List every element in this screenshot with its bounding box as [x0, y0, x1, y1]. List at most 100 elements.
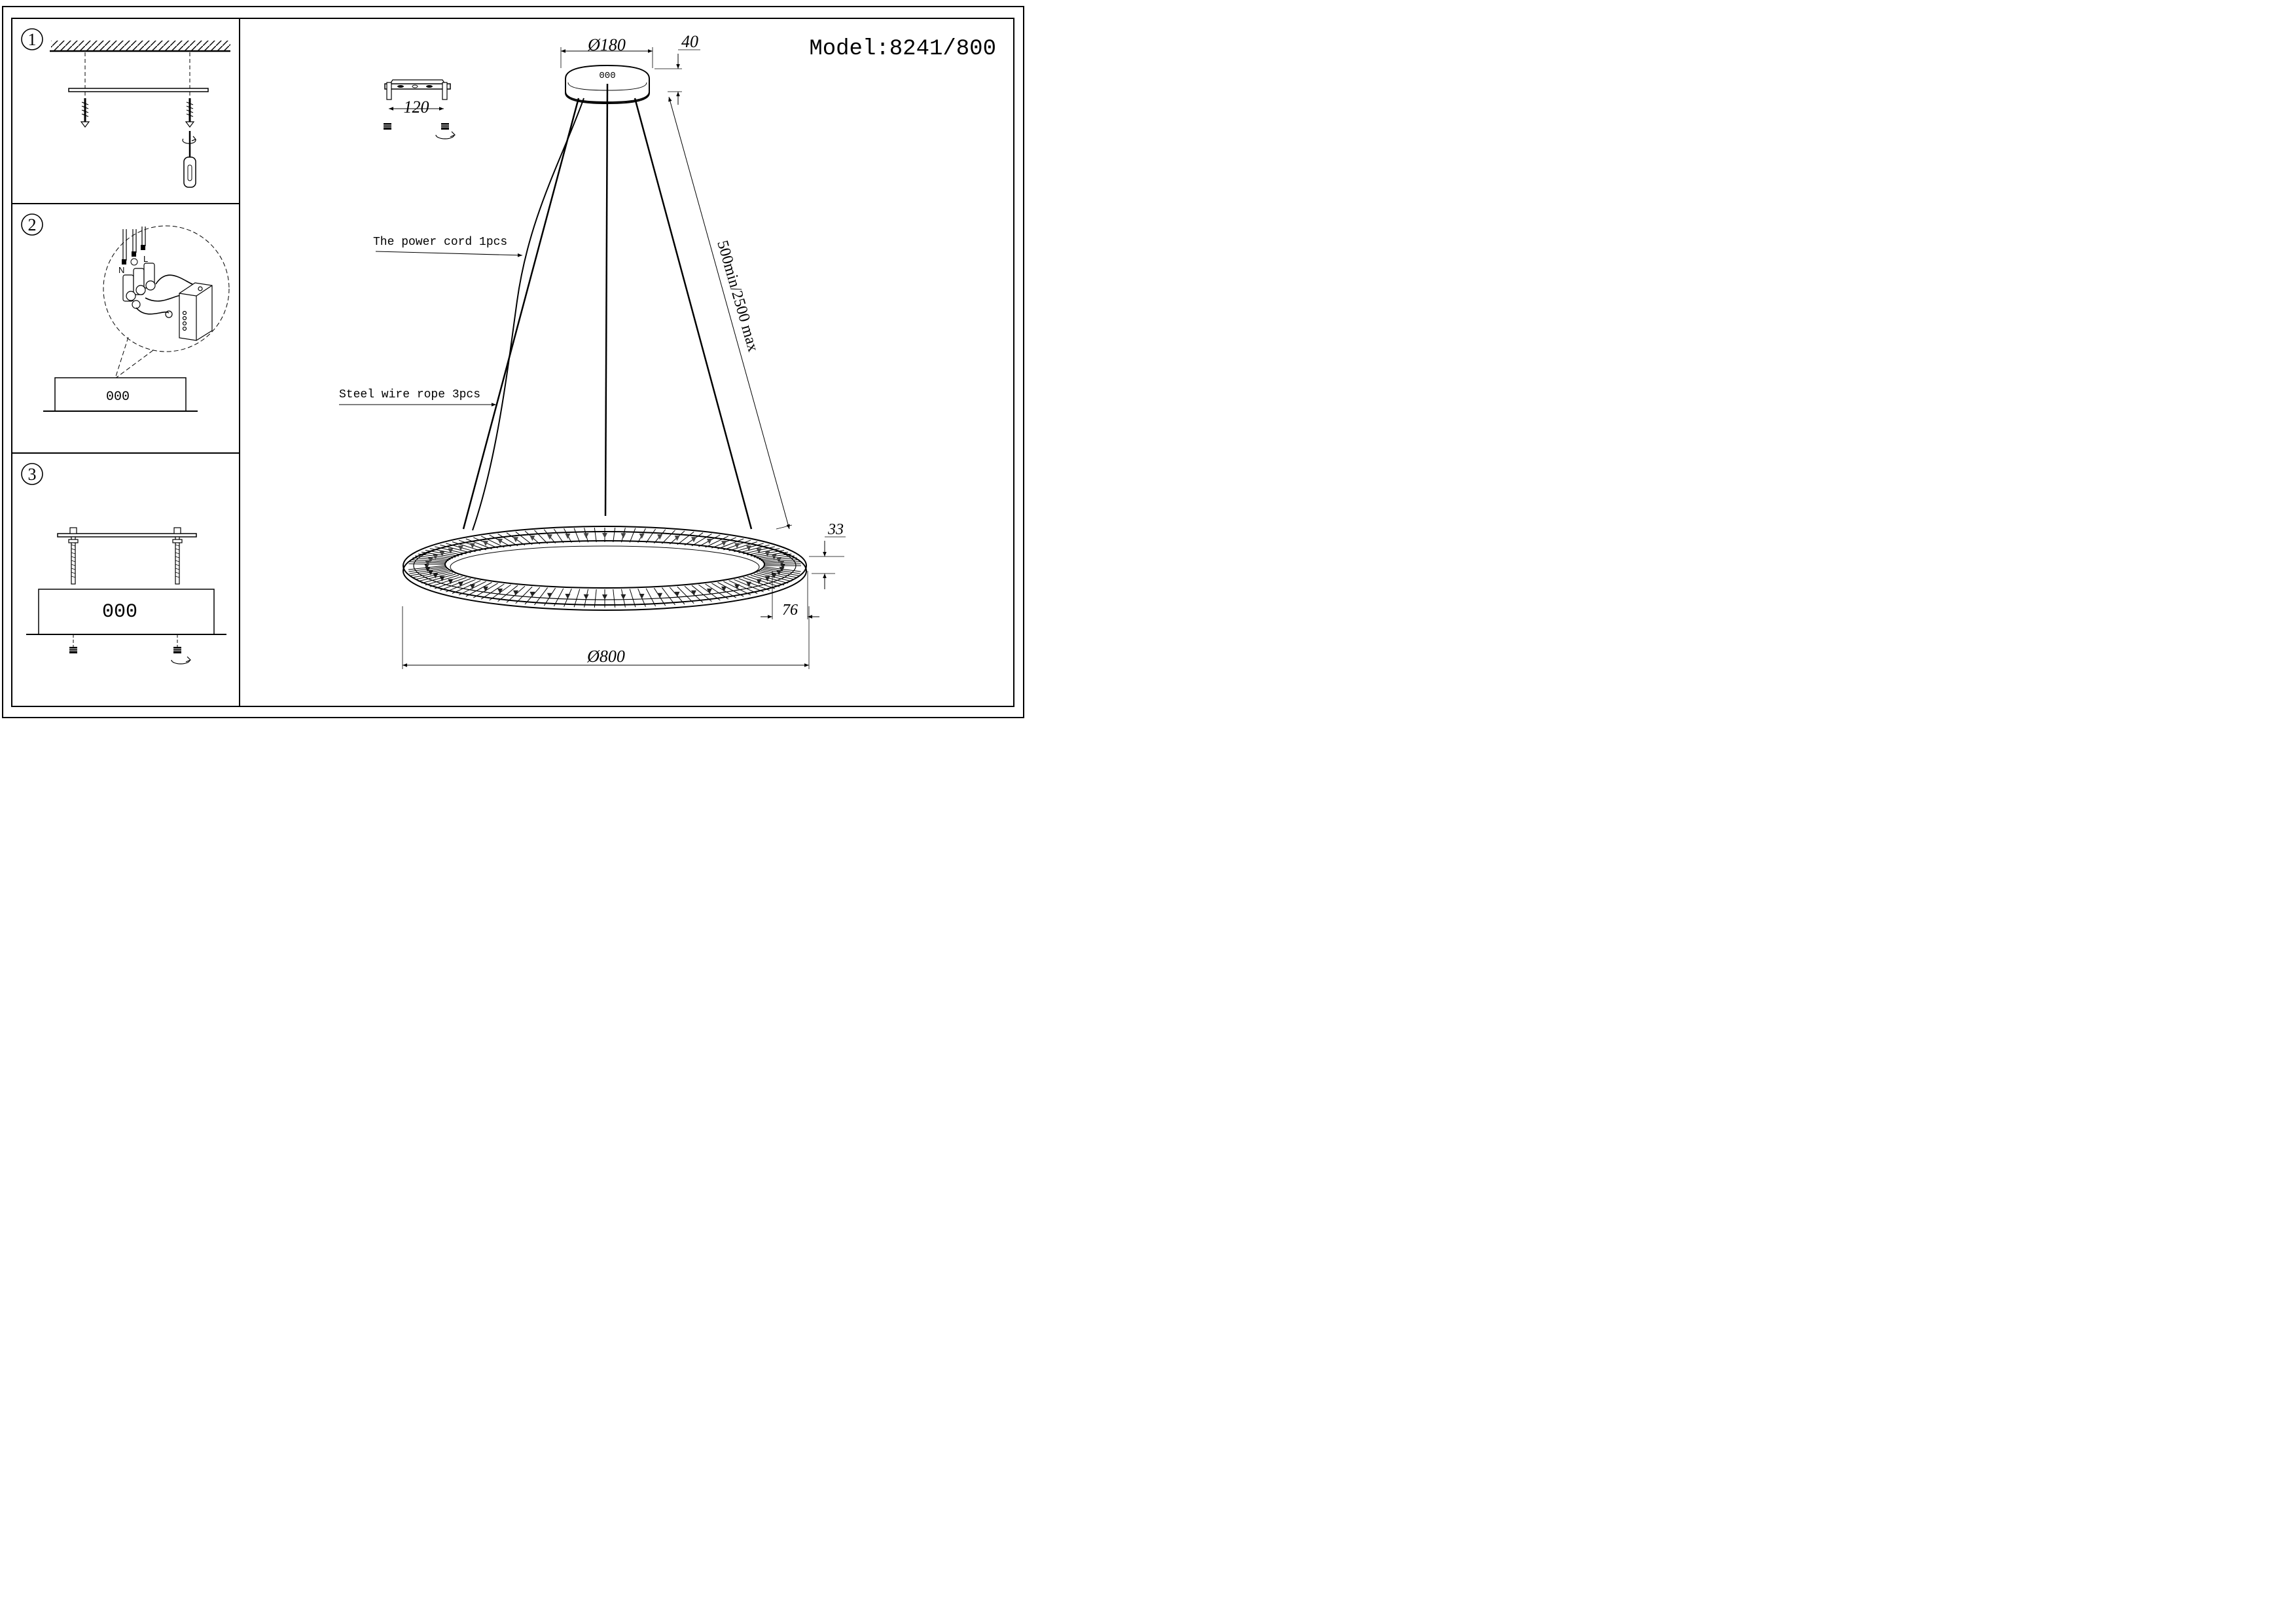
crystal-icon — [639, 594, 645, 599]
crystal-icon — [427, 570, 433, 575]
crystal-facet — [465, 582, 492, 597]
screwdriver-icon — [183, 131, 196, 188]
crystal-icon — [427, 557, 433, 563]
crystal-facet — [480, 583, 505, 600]
crystal-facet — [415, 571, 451, 580]
suspension-length-line — [668, 96, 790, 530]
crystal-facet — [705, 583, 729, 600]
crystal-icon — [469, 584, 475, 590]
step-2-circle — [21, 213, 43, 236]
crystal-icon — [776, 557, 782, 563]
inner-frame — [11, 18, 1014, 707]
crystal-icon — [583, 533, 589, 539]
crystal-icon — [691, 537, 696, 543]
step-1-number: 1 — [28, 30, 37, 49]
crystal-icon — [547, 593, 552, 598]
crystal-icon — [779, 566, 785, 572]
crystal-icon — [746, 581, 752, 587]
crystal-icon — [776, 570, 782, 575]
ground-ring-icon — [165, 310, 173, 318]
driver-box-icon — [179, 282, 213, 341]
canopy-diameter-label: Ø180 — [587, 35, 626, 54]
crystal-facet — [594, 589, 597, 608]
ground-symbol-icon — [130, 258, 138, 266]
crystal-facet — [410, 559, 448, 562]
step-3-number: 3 — [28, 465, 37, 484]
crystal-facet — [429, 575, 463, 587]
crystal-icon — [483, 586, 488, 592]
suspension-length-label: 500min/2500 max — [713, 238, 761, 354]
extension-line — [776, 524, 793, 530]
crystal-facet — [738, 578, 770, 591]
crystal-icon — [529, 536, 535, 541]
crystal-icon — [746, 545, 752, 551]
crystal-icon — [483, 541, 488, 547]
cap-nut-right-icon — [173, 647, 181, 653]
crystal-icon — [448, 548, 454, 554]
canopy-mark: 000 — [102, 601, 137, 623]
crystal-icon — [602, 533, 607, 538]
wire-live — [155, 274, 200, 286]
crystal-icon — [497, 539, 503, 544]
cap-nut-right-icon — [441, 123, 449, 130]
crystal-facet — [452, 541, 481, 551]
crystal-facet — [515, 586, 533, 604]
crystal-facet — [738, 544, 770, 553]
crystal-facet — [717, 582, 744, 597]
bolt-threads — [71, 544, 180, 578]
rotation-arrow-icon — [171, 656, 192, 665]
crystal-icon — [433, 554, 439, 560]
steel-wire-center — [604, 83, 609, 517]
terminal-block-icon — [122, 263, 156, 309]
ring-diameter-label: Ø800 — [586, 647, 625, 666]
crystal-icon — [756, 579, 762, 585]
step-3-panel: 3 000 — [21, 463, 226, 665]
crystal-icon — [565, 534, 571, 539]
crystal-facet — [594, 528, 597, 543]
crystal-facet — [452, 580, 481, 594]
crystal-facet — [573, 589, 581, 608]
crystal-icon — [620, 594, 626, 600]
crystal-facet — [553, 528, 564, 543]
screw-right-icon — [185, 98, 195, 128]
crystal-icon — [469, 543, 475, 549]
step-3-circle — [21, 463, 43, 485]
crystal-icon — [706, 539, 712, 544]
crystal-icon — [779, 560, 785, 566]
crystal-facet — [677, 586, 694, 604]
crystal-icon — [497, 589, 503, 594]
crystal-facet — [534, 587, 548, 606]
crystal-facet — [480, 536, 505, 548]
crystal-facet — [497, 585, 518, 602]
crystal-facet — [553, 588, 564, 607]
rotation-arrow-icon — [435, 131, 456, 139]
live-wire-label: L — [143, 254, 148, 264]
crystal-icon — [513, 590, 518, 596]
power-cord-leader — [375, 251, 523, 257]
crystal-icon — [620, 533, 626, 539]
crystal-facet — [613, 528, 616, 543]
power-cord — [472, 98, 584, 531]
crystal-icon — [565, 594, 571, 599]
crystal-facet — [613, 589, 616, 608]
crystal-icon — [674, 536, 680, 541]
crystal-facet — [728, 580, 758, 594]
crystal-icon — [756, 548, 762, 554]
bracket-width-label: 120 — [404, 98, 429, 117]
crystal-icon — [513, 537, 518, 543]
crystal-icon — [771, 554, 777, 560]
ring-height-label: 33 — [827, 521, 844, 538]
canopy-mark: 000 — [599, 71, 615, 81]
crystal-facet — [662, 530, 675, 544]
crystal-facet — [691, 585, 712, 602]
step-1-panel: 1 — [21, 28, 230, 188]
crystal-facet — [421, 574, 456, 584]
crystal-facet — [629, 528, 636, 543]
crystal-icon — [674, 591, 680, 597]
crystal-facet — [645, 528, 656, 543]
crystal-facet — [465, 538, 492, 549]
detail-callout-leader — [115, 337, 154, 379]
crystal-facet — [415, 555, 451, 560]
crystal-icon — [706, 589, 712, 594]
wire-rope-label: Steel wire rope 3pcs — [339, 388, 480, 401]
